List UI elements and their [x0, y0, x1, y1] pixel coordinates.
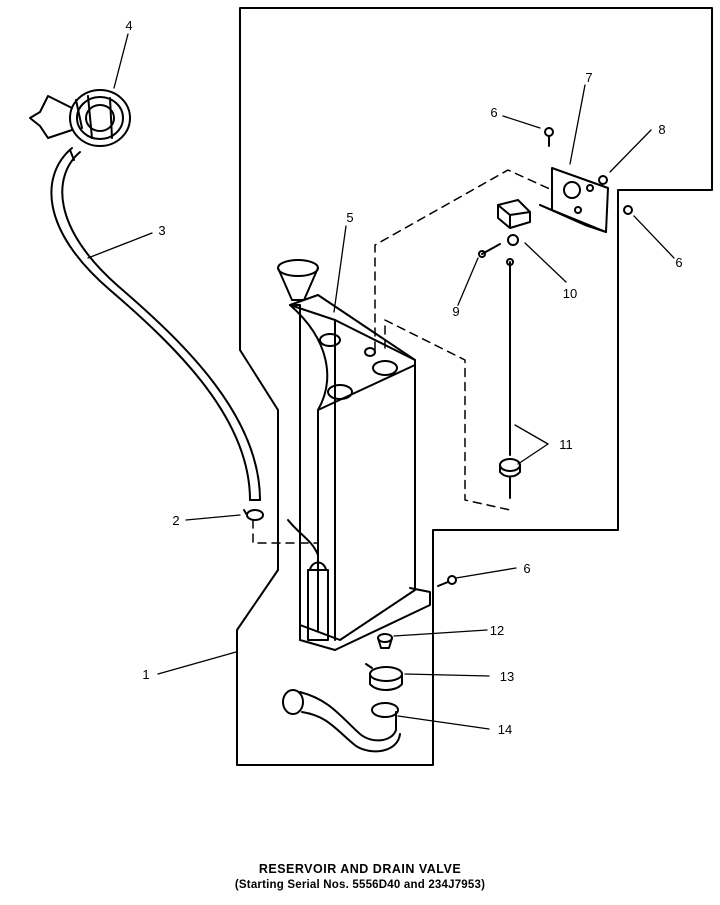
callout-1: 1: [142, 667, 149, 682]
callout-5: 5: [346, 210, 353, 225]
valve-seat: [377, 633, 393, 649]
screw-6-bottom: [437, 575, 457, 587]
clamp: [243, 509, 264, 521]
callout-labels: 4 3 2 1 5 6 7 8 6 10 9 11 6 12 13 14: [125, 18, 682, 737]
callout-4: 4: [125, 18, 132, 33]
tube: [50, 147, 261, 501]
nut: [598, 175, 608, 185]
callout-6-bottom: 6: [523, 561, 530, 576]
valve-rod-assembly: [499, 258, 521, 499]
callout-9: 9: [452, 304, 459, 319]
callout-7: 7: [585, 70, 592, 85]
screw-6-top: [544, 127, 554, 147]
callout-11: 11: [559, 437, 573, 452]
diagram-subtitle: (Starting Serial Nos. 5556D40 and 234J79…: [234, 879, 486, 891]
callout-3: 3: [158, 223, 165, 238]
callout-6-right: 6: [675, 255, 682, 270]
callout-2: 2: [172, 513, 179, 528]
drain-hose: [282, 689, 401, 753]
callout-6-top: 6: [490, 105, 497, 120]
fill-inlet-assembly: [29, 89, 131, 161]
callout-14: 14: [498, 722, 512, 737]
reservoir-tank: [277, 259, 431, 651]
dashed-reference-lines: [252, 169, 553, 559]
callout-13: 13: [500, 669, 514, 684]
hose-clamp: [365, 663, 403, 691]
mounting-bracket: [539, 167, 609, 233]
diagram-title: RESERVOIR AND DRAIN VALVE: [258, 862, 462, 876]
assembly-boundary-outline: [236, 7, 713, 766]
callout-10: 10: [563, 286, 577, 301]
callout-12: 12: [490, 623, 504, 638]
leader-lines: [87, 33, 675, 730]
screw: [478, 243, 501, 258]
callout-8: 8: [658, 122, 665, 137]
drain-valve: [497, 199, 531, 246]
screw-6-right: [623, 205, 633, 215]
